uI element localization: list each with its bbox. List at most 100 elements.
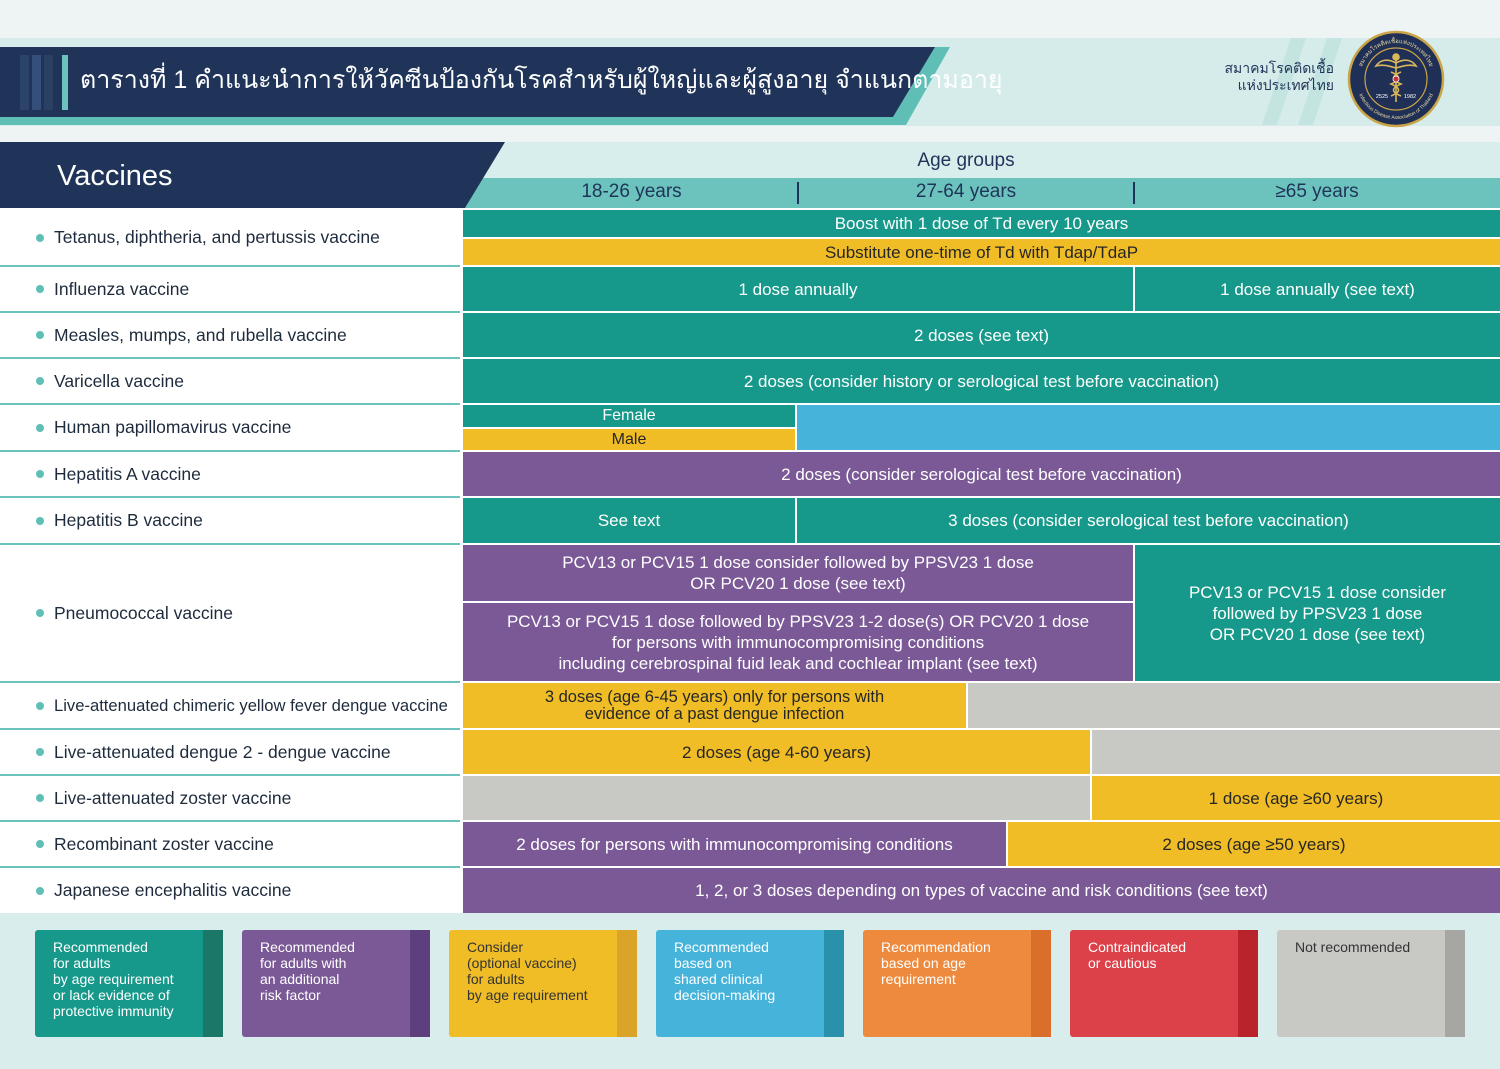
title-bar-accent [0,47,950,125]
row-divider [0,543,460,545]
legend-item-label: Not recommended [1295,939,1411,955]
recommendation-cell: 3 doses (age 6-45 years) only for person… [463,683,966,728]
recommendation-cell: 3 doses (consider serological test befor… [797,498,1500,543]
caduceus-emblem-icon [1374,53,1418,102]
recommendation-cell-male: Male [463,429,795,450]
age-column-65-plus: ≥65 years [1275,181,1359,202]
vaccines-column-header: Vaccines [57,160,173,192]
age-column-18-26: 18-26 years [581,181,682,202]
row-divider [0,357,460,359]
legend-item-label: Contraindicated or cautious [1088,939,1187,971]
vaccine-label-mmr: Measles, mumps, and rubella vaccine [0,313,460,357]
not-recommended-cell [968,683,1500,728]
recommendation-cell: 1 dose annually [463,267,1133,311]
row-bullet-icon [36,794,44,802]
association-name-line1: สมาคมโรคติดเชื้อ [1224,60,1334,76]
header-graphic [0,38,1342,125]
recommendation-cell: 1, 2, or 3 doses depending on types of v… [463,868,1500,913]
legend-item-label: Recommended for adults by age requiremen… [53,939,174,1019]
row-divider [0,774,460,776]
logo-year-gregorian: 1982 [1404,94,1416,100]
age-column-27-64: 27-64 years [915,181,1017,202]
row-bullet-icon [36,701,44,710]
association-name-line2: แห่งประเทศไทย [1237,77,1334,93]
legend-item-label: Recommendation based on age requirement [881,939,991,987]
row-bullet-icon [36,516,44,525]
row-divider [0,265,460,267]
row-bullet-icon [36,886,44,895]
row-divider [0,403,460,405]
row-divider [0,311,460,313]
recommendation-cell: 2 doses (age 4-60 years) [463,730,1090,774]
vaccines-header-bg [0,142,505,208]
legend-item: Recommended for adults by age requiremen… [35,930,223,1037]
title-bar-deco-bars [20,55,68,110]
row-bullet-icon [36,748,44,756]
recommendation-cell: PCV13 or PCV15 1 dose consider followed … [1135,545,1500,681]
recommendation-cell: See text [463,498,795,543]
vaccine-label-live-zoster: Live-attenuated zoster vaccine [0,776,460,820]
logo-inner-ring [1364,47,1428,111]
vaccine-name: Recombinant zoster vaccine [54,833,274,854]
vaccine-name: Live-attenuated zoster vaccine [54,787,292,808]
legend-item-accent [203,930,223,1037]
table-header-graphic [0,142,1500,208]
title-bar [0,47,935,117]
recommendation-cell: 2 doses (consider serological test befor… [463,452,1500,496]
legend-item: Recommendation based on age requirement [863,930,1051,1037]
vaccine-label-tak-dengue: Live-attenuated dengue 2 - dengue vaccin… [0,730,460,774]
logo-year-thai: 2525 [1376,94,1388,100]
legend-item-accent [410,930,430,1037]
age-columns-row-bg [465,178,1500,208]
legend-item-accent [1238,930,1258,1037]
legend-item-accent [1031,930,1051,1037]
row-divider [0,866,460,868]
age-column-divider [1133,182,1135,204]
recommendation-cell: 2 doses for persons with immunocompromis… [463,822,1006,866]
row-bullet-icon [36,423,44,432]
vaccine-name: Tetanus, diphtheria, and pertussis vacci… [54,227,380,247]
recommendation-cell: PCV13 or PCV15 1 dose followed by PPSV23… [463,603,1133,681]
vaccine-label-hepatitis-a: Hepatitis A vaccine [0,452,460,496]
legend-item-accent [617,930,637,1037]
vaccine-label-varicella: Varicella vaccine [0,359,460,403]
age-groups-row-bg [483,142,1500,178]
row-bullet-icon [36,470,44,478]
row-bullet-icon [36,285,44,293]
vaccine-label-tdap: Tetanus, diphtheria, and pertussis vacci… [0,210,460,265]
vaccine-name: Live-attenuated dengue 2 - dengue vaccin… [54,741,391,762]
age-groups-header: Age groups [917,150,1015,171]
legend-item: Contraindicated or cautious [1070,930,1258,1037]
row-divider [0,496,460,498]
vaccine-name: Hepatitis A vaccine [54,463,201,484]
row-divider [0,450,460,452]
header-deco-stripe [1298,38,1342,125]
vaccine-name: Pneumococcal vaccine [54,602,233,623]
vaccine-label-pneumococcal: Pneumococcal vaccine [0,545,460,681]
row-bullet-icon [36,377,44,385]
recommendation-cell: 1 dose (age ≥60 years) [1092,776,1500,820]
legend-item: Not recommended [1277,930,1465,1037]
row-bullet-icon [36,331,44,339]
vaccine-label-influenza: Influenza vaccine [0,267,460,311]
vaccine-label-cyd-dengue: Live-attenuated chimeric yellow fever de… [0,683,460,728]
vaccine-label-hepatitis-b: Hepatitis B vaccine [0,498,460,543]
row-bullet-icon [36,840,44,848]
not-recommended-cell [463,776,1090,820]
recommendation-cell: Boost with 1 dose of Td every 10 years [463,210,1500,237]
legend-item-label: Recommended for adults with an additiona… [260,939,355,1003]
page-title: ตารางที่ 1 คำแนะนำการให้วัคซีนป้องกันโรค… [80,66,1003,94]
legend-item: Recommended based on shared clinical dec… [656,930,844,1037]
legend-item-label: Consider (optional vaccine) for adults b… [467,939,588,1003]
row-divider [0,681,460,683]
not-recommended-cell [1092,730,1500,774]
recommendation-cell: 2 doses (age ≥50 years) [1008,822,1500,866]
legend-item: Consider (optional vaccine) for adults b… [449,930,637,1037]
recommendation-cell: 2 doses (consider history or serological… [463,359,1500,403]
row-bullet-icon [36,609,44,617]
recommendation-cell-female: Female [463,405,795,427]
legend-item-accent [1445,930,1465,1037]
recommendation-cell: 1 dose annually (see text) [1135,267,1500,311]
vaccine-label-recombinant-zoster: Recombinant zoster vaccine [0,822,460,866]
recommendation-cell: PCV13 or PCV15 1 dose consider followed … [463,545,1133,601]
